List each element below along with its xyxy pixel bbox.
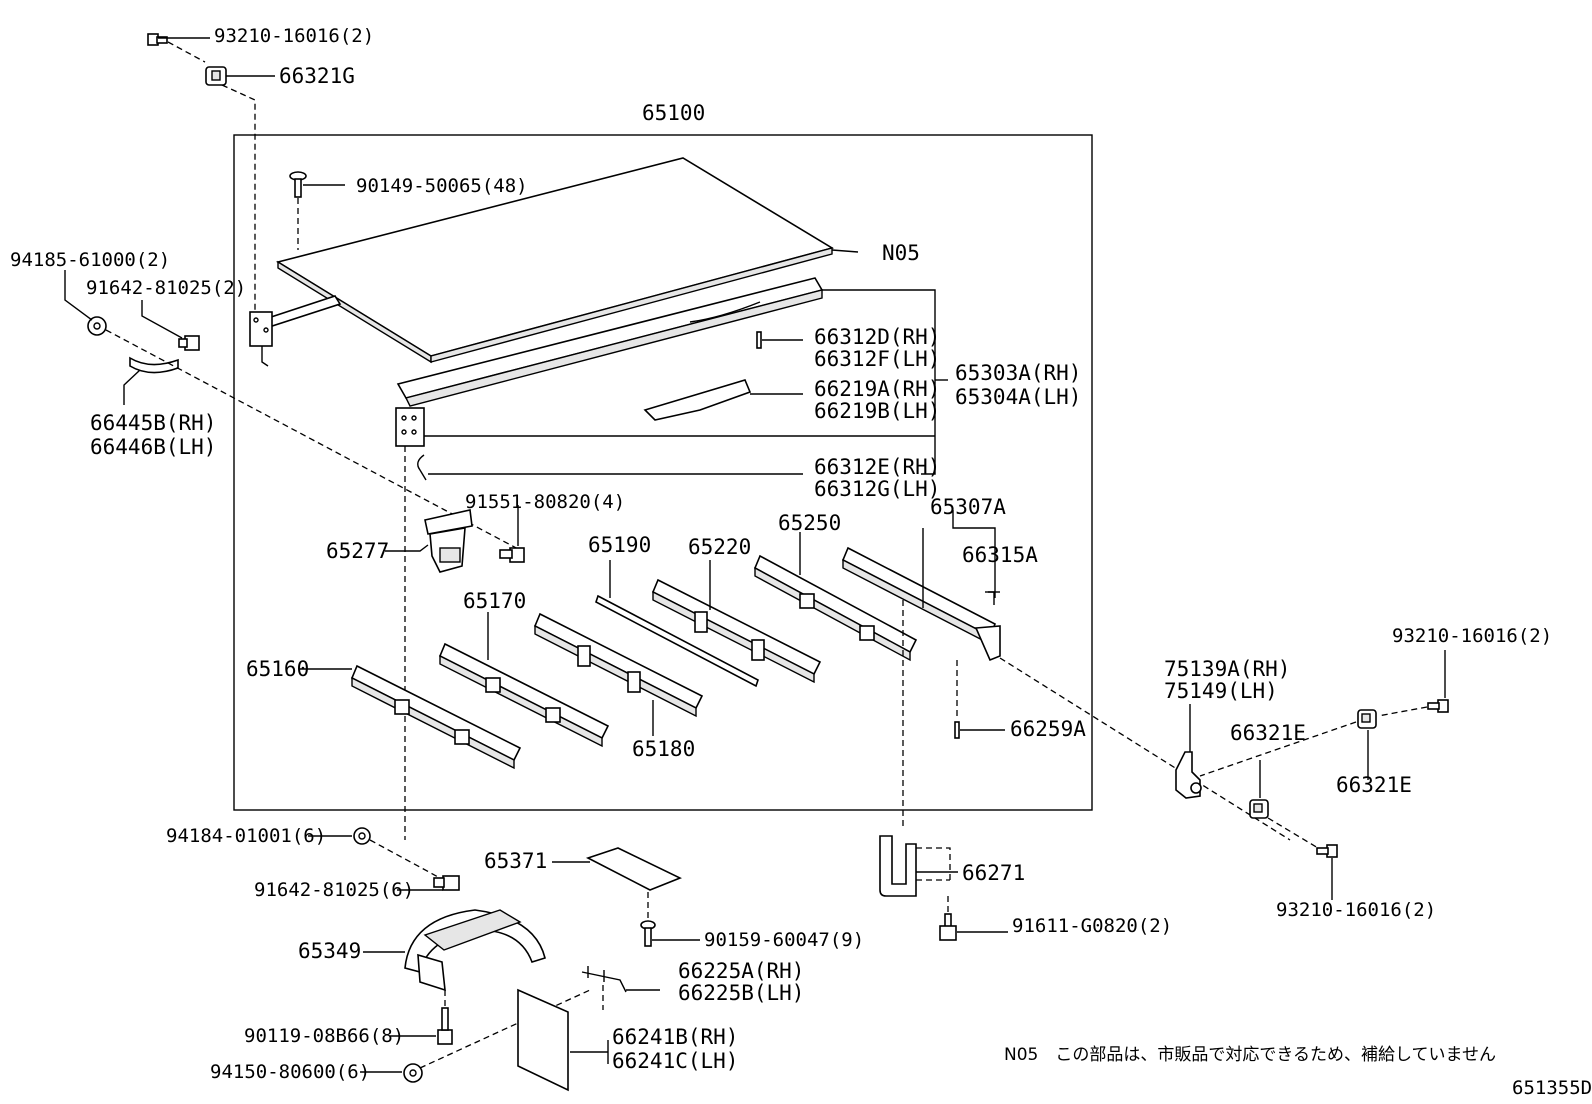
crossmember-65190 — [595, 594, 759, 688]
diagram-code: 651355D — [1512, 1077, 1592, 1099]
bolt-93210-right — [1427, 699, 1449, 713]
label-93210-16016-right: 93210-16016(2) — [1392, 625, 1552, 647]
fender-65349 — [404, 909, 546, 992]
crossmember-65160 — [350, 664, 522, 770]
label-94185-61000: 94185-61000(2) — [10, 249, 170, 271]
hanger-65277 — [424, 509, 473, 573]
nut-94184 — [353, 827, 371, 845]
crossmember-65220 — [651, 578, 822, 684]
label-66312E: 66312E(RH) — [814, 455, 940, 479]
label-93210-16016-bottom: 93210-16016(2) — [1276, 899, 1436, 921]
label-65100: 65100 — [642, 101, 705, 125]
bracket-75139A — [1175, 751, 1202, 799]
pin-66312E — [417, 454, 427, 481]
label-90149-50065: 90149-50065(48) — [356, 175, 528, 197]
side-rail-left — [260, 295, 342, 329]
label-66321E-lower: 66321E — [1336, 773, 1412, 797]
label-66271: 66271 — [962, 861, 1025, 885]
label-65303A: 65303A(RH) — [955, 361, 1081, 385]
screw-90159 — [640, 920, 656, 947]
bolt-91642-2 — [178, 335, 200, 351]
label-66225A: 66225A(RH) — [678, 959, 804, 983]
label-65180: 65180 — [632, 737, 695, 761]
label-94184-01001: 94184-01001(6) — [166, 825, 326, 847]
assembly-frame-65100 — [233, 134, 1093, 811]
crossmember-65250 — [753, 554, 918, 662]
nut-94150 — [403, 1063, 423, 1083]
label-66241B: 66241B(RH) — [612, 1025, 738, 1049]
label-65371: 65371 — [484, 849, 547, 873]
label-75149: 75149(LH) — [1164, 679, 1278, 703]
pin-66259A — [954, 721, 960, 739]
label-66315A: 66315A — [962, 543, 1038, 567]
label-65220: 65220 — [688, 535, 751, 559]
label-66321E-upper: 66321E — [1230, 721, 1306, 745]
label-66219B: 66219B(LH) — [814, 399, 940, 423]
nut-66321E-lower — [1249, 799, 1269, 819]
mudflap-66241B — [517, 988, 569, 1092]
bolt-93210-top — [147, 33, 168, 46]
hinge-bracket-left — [249, 311, 273, 367]
label-75139A: 75139A(RH) — [1164, 657, 1290, 681]
pin-66315A — [988, 591, 995, 605]
label-65190: 65190 — [588, 533, 651, 557]
label-90159-60047: 90159-60047(9) — [704, 929, 864, 951]
bolt-93210-bottom — [1316, 844, 1338, 858]
bracket-66225A — [581, 966, 627, 993]
crossmember-65170 — [438, 642, 610, 748]
label-65170: 65170 — [463, 589, 526, 613]
label-N05: N05 — [882, 241, 920, 265]
label-94150-80600: 94150-80600(6) — [210, 1061, 370, 1083]
label-65349: 65349 — [298, 939, 361, 963]
label-66321G: 66321G — [279, 64, 355, 88]
label-66445B: 66445B(RH) — [90, 411, 216, 435]
nut-66321G — [205, 66, 227, 86]
label-65304A: 65304A(LH) — [955, 385, 1081, 409]
bolt-91611 — [939, 913, 957, 941]
strap-66445B — [129, 356, 179, 374]
bolt-91551 — [499, 547, 525, 563]
label-91642-81025-2: 91642-81025(2) — [86, 277, 246, 299]
label-66259A: 66259A — [1010, 717, 1086, 741]
label-66225B: 66225B(LH) — [678, 981, 804, 1005]
label-91551-80820: 91551-80820(4) — [465, 491, 625, 513]
label-66312G: 66312G(LH) — [814, 477, 940, 501]
label-90119-08B66: 90119-08B66(8) — [244, 1025, 404, 1047]
label-66312F: 66312F(LH) — [814, 347, 940, 371]
label-66241C: 66241C(LH) — [612, 1049, 738, 1073]
grommet-94185 — [87, 316, 107, 336]
crossmember-65180 — [533, 612, 704, 718]
brace-66219A — [643, 379, 752, 421]
label-91611-G0820: 91611-G0820(2) — [1012, 915, 1172, 937]
label-93210-16016-top: 93210-16016(2) — [214, 25, 374, 47]
crossmember-65307A — [841, 546, 1001, 662]
label-91642-81025-6: 91642-81025(6) — [254, 879, 414, 901]
label-65277: 65277 — [326, 539, 389, 563]
label-65160: 65160 — [246, 657, 309, 681]
pin-66312D — [756, 331, 762, 349]
label-65307A: 65307A — [930, 495, 1006, 519]
ubracket-66271 — [879, 835, 917, 897]
bolt-90119 — [437, 1007, 453, 1045]
nut-66321E-upper — [1357, 709, 1377, 729]
bolt-91642-6 — [433, 875, 460, 891]
label-66446B: 66446B(LH) — [90, 435, 216, 459]
label-66312D: 66312D(RH) — [814, 325, 940, 349]
screw-90149 — [289, 171, 307, 198]
end-plate-65303A — [395, 407, 425, 447]
label-66219A: 66219A(RH) — [814, 377, 940, 401]
label-65250: 65250 — [778, 511, 841, 535]
footnote-N05: N05 この部品は、市販品で対応できるため、補給していません — [1004, 1045, 1496, 1065]
plate-65371 — [585, 847, 682, 891]
